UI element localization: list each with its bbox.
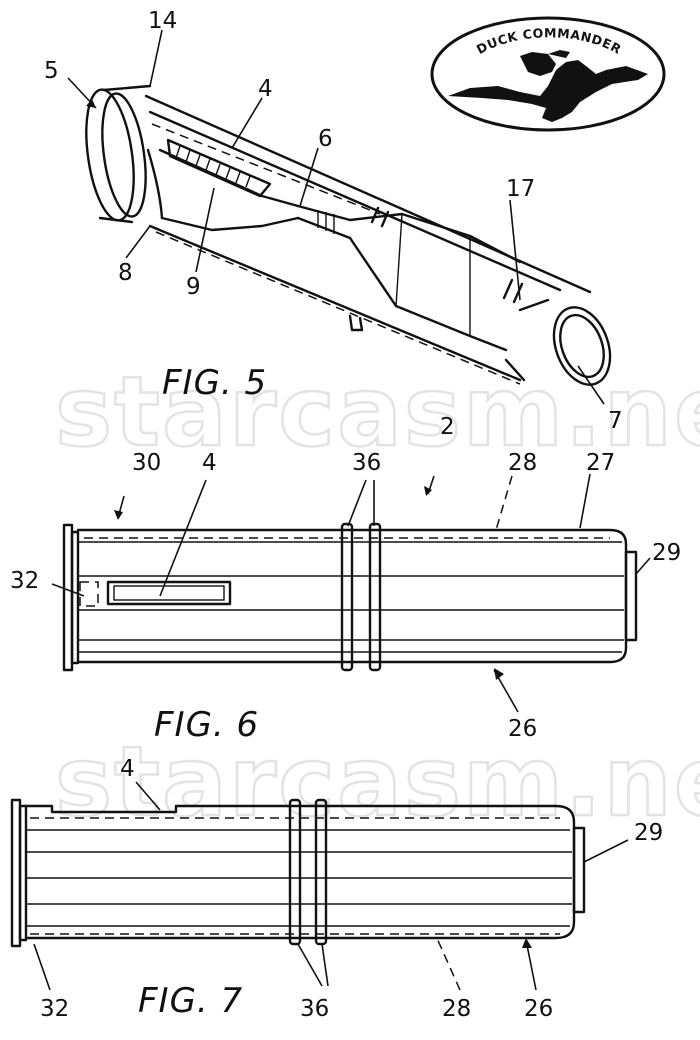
- fig6-label-30: 30: [132, 450, 161, 476]
- fig7-label-36: 36: [300, 996, 329, 1022]
- watermarks: starcasm.net starcasm.net: [54, 355, 700, 840]
- fig5-label-4: 4: [258, 76, 273, 102]
- fig6-label-27: 27: [586, 450, 615, 476]
- fig6-labels: 30 4 36 2 28 27 32 29 26 FIG. 6: [10, 414, 681, 745]
- fig6-drawing: [62, 522, 638, 672]
- fig5-label-9: 9: [186, 274, 201, 300]
- fig5-labels: 5 14 4 6 17 8 9 7 FIG. 5: [44, 8, 623, 434]
- fig7-label-26: 26: [524, 996, 553, 1022]
- fig6-caption: FIG. 6: [154, 705, 259, 745]
- fig7-label-4: 4: [120, 756, 135, 782]
- fig6-label-36: 36: [352, 450, 381, 476]
- fig6-label-4: 4: [202, 450, 217, 476]
- fig5-drawing: [85, 84, 612, 386]
- watermark-bottom: starcasm.net: [55, 726, 700, 838]
- fig5-label-5: 5: [44, 58, 59, 84]
- fig5-leaders: [67, 29, 605, 405]
- fig6-label-32: 32: [10, 568, 39, 594]
- fig6-leaders: [51, 473, 651, 713]
- fig6-label-26: 26: [508, 716, 537, 742]
- fig7-leaders: [33, 781, 629, 991]
- fig5-label-17: 17: [506, 176, 535, 202]
- fig5-label-7: 7: [608, 408, 623, 434]
- fig6-label-2: 2: [440, 414, 455, 440]
- watermark-top: starcasm.net: [55, 356, 700, 468]
- fig7-label-28: 28: [442, 996, 471, 1022]
- fig7-drawing: [10, 798, 586, 948]
- fig6-label-28: 28: [508, 450, 537, 476]
- fig6-label-29: 29: [652, 540, 681, 566]
- duck-commander-logo: DUCK COMMANDER: [430, 16, 666, 132]
- duck-silhouette-icon: [448, 50, 648, 122]
- fig7-labels: 4 29 32 36 28 26 FIG. 7: [40, 756, 663, 1022]
- fig5-label-8: 8: [118, 260, 133, 286]
- fig7-label-29: 29: [634, 820, 663, 846]
- fig5-label-14: 14: [148, 8, 177, 34]
- fig7-caption: FIG. 7: [138, 981, 243, 1021]
- fig7-label-32: 32: [40, 996, 69, 1022]
- fig5-label-6: 6: [318, 126, 333, 152]
- fig5-caption: FIG. 5: [162, 363, 267, 403]
